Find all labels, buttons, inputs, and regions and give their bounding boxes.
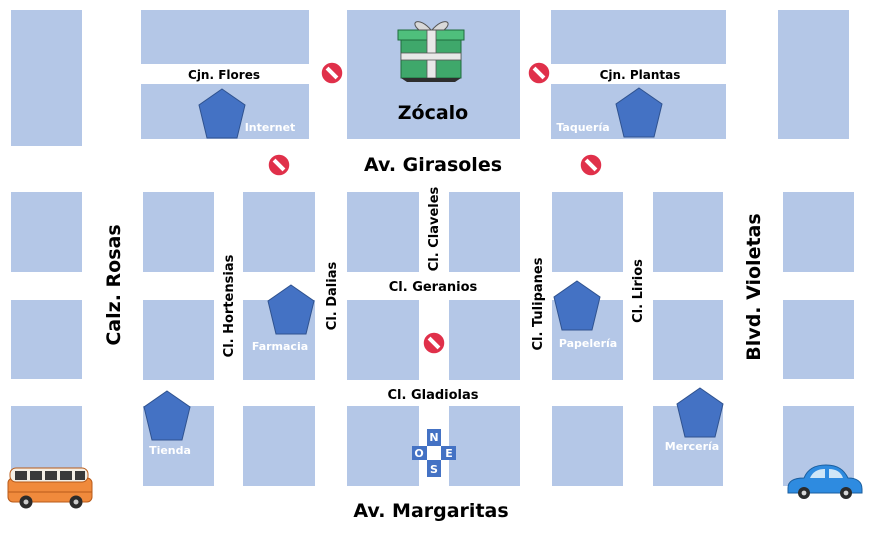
no-entry-icon [422, 331, 446, 355]
pentagon-icon [143, 390, 191, 441]
city-block [653, 300, 723, 380]
city-block [552, 192, 623, 272]
city-block [243, 406, 315, 486]
city-block [143, 192, 214, 272]
place-tienda: Tienda [143, 390, 191, 457]
gift-icon [397, 21, 465, 82]
pentagon-icon [615, 87, 663, 138]
street-label-cjn-plantas: Cjn. Plantas [600, 68, 681, 82]
place-papeleria: Papelería [553, 280, 617, 350]
place-label: Internet [245, 121, 296, 134]
place-farmacia: Farmacia [252, 284, 315, 353]
no-entry-icon [527, 61, 551, 85]
city-block [243, 192, 315, 272]
place-label: Tienda [149, 444, 191, 457]
street-label-blvd-violetas: Blvd. Violetas [743, 213, 765, 360]
street-label-cl-tulipanes: Cl. Tulipanes [531, 257, 546, 350]
street-label-av-girasoles: Av. Girasoles [364, 154, 502, 176]
car-icon [787, 464, 863, 499]
city-block [143, 300, 214, 380]
compass-east: E [445, 447, 453, 460]
street-label-calz-rosas: Calz. Rosas [103, 224, 125, 345]
pentagon-icon [267, 284, 315, 335]
city-block [449, 406, 520, 486]
city-block [11, 192, 82, 272]
city-block [552, 406, 623, 486]
compass-south: S [430, 463, 438, 476]
city-block [347, 406, 419, 486]
place-internet: Internet [198, 88, 296, 139]
pentagon-icon [198, 88, 246, 139]
place-label: Farmacia [252, 340, 308, 353]
city-block [11, 10, 82, 146]
city-block [141, 10, 309, 64]
compass-rose: N S E O [412, 429, 456, 477]
city-block [551, 10, 726, 64]
city-block [783, 192, 854, 272]
city-block [449, 300, 520, 380]
street-label-cl-geranios: Cl. Geranios [389, 280, 478, 295]
plaza-label: Zócalo [398, 102, 468, 124]
city-block [783, 300, 854, 379]
city-block [449, 192, 520, 272]
place-label: Mercería [665, 440, 719, 453]
city-block [11, 300, 82, 379]
compass-west: O [414, 447, 423, 460]
no-entry-icon [267, 153, 291, 177]
van-icon [7, 467, 93, 509]
no-entry-icon [579, 153, 603, 177]
street-label-cl-claveles: Cl. Claveles [427, 186, 442, 271]
compass-north: N [429, 431, 438, 444]
street-label-cl-dalias: Cl. Dalias [325, 262, 340, 331]
place-taqueria: Taquería [556, 87, 663, 138]
pentagon-icon [676, 387, 724, 438]
street-label-cl-hortensias: Cl. Hortensias [222, 254, 237, 357]
city-block [653, 192, 723, 272]
pentagon-icon [553, 280, 601, 331]
street-label-cl-lirios: Cl. Lirios [631, 259, 646, 323]
street-label-av-margaritas: Av. Margaritas [353, 500, 508, 522]
place-merceria: Mercería [665, 387, 724, 453]
street-label-cjn-flores: Cjn. Flores [188, 68, 260, 82]
place-label: Papelería [559, 337, 617, 350]
city-block [778, 10, 849, 139]
city-block [347, 300, 419, 380]
city-block [347, 192, 419, 272]
place-label: Taquería [556, 121, 609, 134]
street-label-cl-gladiolas: Cl. Gladiolas [387, 388, 478, 403]
no-entry-icon [320, 61, 344, 85]
